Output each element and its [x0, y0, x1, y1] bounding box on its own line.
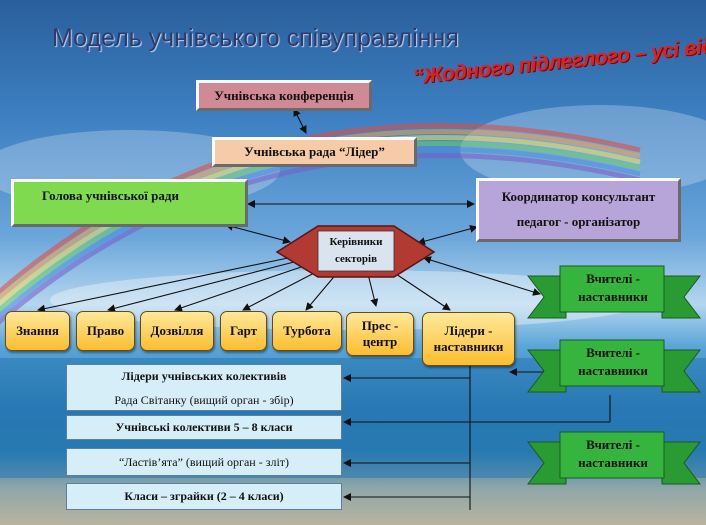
mentor-2-line2: наставники	[578, 363, 648, 379]
mentor-label-3: Вчителі - наставники	[562, 436, 664, 472]
mentor-banner-2	[559, 339, 665, 387]
mentor-2-line1: Вчителі -	[586, 345, 640, 360]
sector-care: Турбота	[272, 311, 342, 351]
mentor-3-line1: Вчителі -	[586, 437, 640, 452]
sector-knowledge: Знання	[5, 311, 70, 351]
coordinator-box: Координатор консультант педагог - органі…	[476, 178, 681, 242]
sector-law: Право	[76, 311, 135, 351]
leaders-mentors-line2: наставники	[433, 339, 504, 354]
page-title: Модель учнівського співуправління	[52, 24, 459, 52]
leaders-mentors-line1: Лідери -	[444, 323, 493, 339]
coordinator-line1: Координатор консультант	[501, 189, 656, 205]
sector-hart: Гарт	[220, 311, 267, 351]
press-line2: центр	[362, 334, 398, 349]
council-head-box: Голова учнівської ради	[11, 179, 248, 227]
mentor-1-line1: Вчителі -	[586, 271, 640, 286]
collective-leaders-box: Лідери учнівських колективів Рада Світан…	[66, 364, 342, 411]
sector-heads-line2: секторів	[334, 252, 378, 265]
student-conference-box: Учнівська конференція	[196, 80, 372, 111]
collective-leaders-line1: Лідери учнівських колективів	[121, 368, 287, 383]
sector-leisure: Дозвілля	[140, 311, 214, 351]
sector-press-center: Прес - центр	[346, 312, 414, 356]
mentor-label-1: Вчителі - наставники	[562, 270, 664, 306]
sector-heads-line1: Керівники	[329, 236, 383, 248]
mentor-1-line2: наставники	[578, 289, 648, 305]
mentor-label-2: Вчителі - наставники	[562, 344, 664, 380]
press-line1: Прес -	[361, 318, 399, 334]
mentor-banner-1	[559, 265, 665, 313]
sector-leaders-mentors: Лідери - наставники	[422, 312, 515, 366]
coordinator-line2: педагог - організатор	[516, 214, 641, 229]
sector-heads-label: Керівники секторів	[318, 234, 394, 267]
collective-leaders-line2: Рада Світанку (вищий орган - збір)	[114, 392, 294, 407]
mentor-banner-3	[559, 431, 665, 479]
classes-flocks-box: Класи – зграйки (2 – 4 класи)	[66, 483, 342, 510]
swallows-box: “Ластів’ята” (вищий орган - зліт)	[66, 448, 342, 476]
student-council-box: Учнівська рада “Лідер”	[212, 137, 417, 167]
mentor-3-line2: наставники	[578, 455, 648, 471]
student-collectives-box: Учнівські колективи 5 – 8 класи	[66, 415, 342, 440]
